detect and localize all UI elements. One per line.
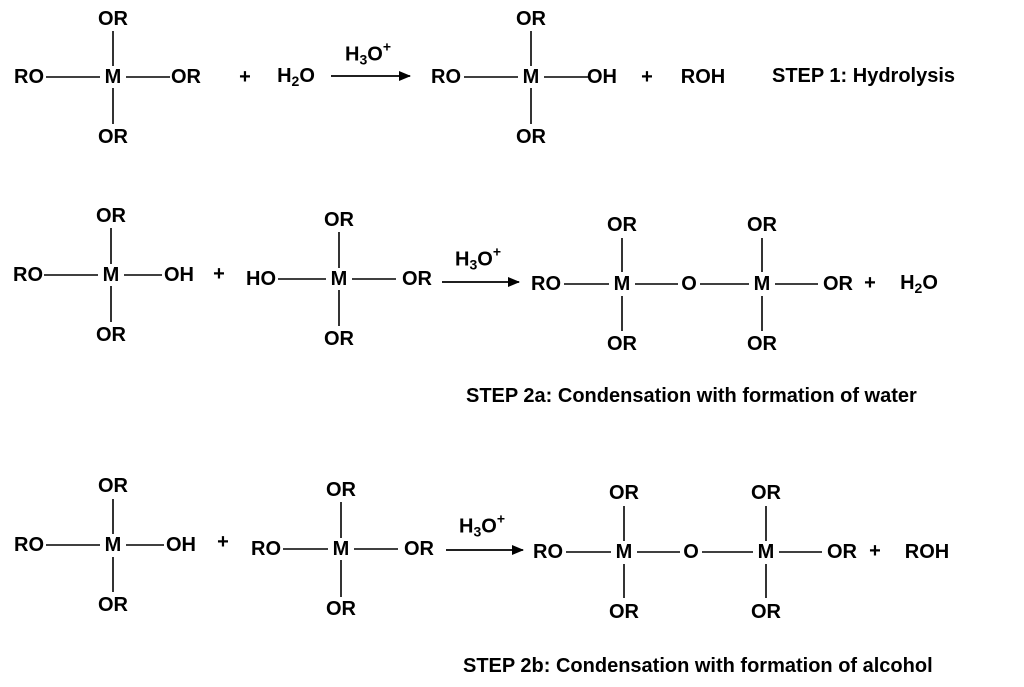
catalyst-label: H3O+ [455, 243, 501, 273]
plus-sign: + [239, 66, 251, 88]
atom-label-or: OR [98, 594, 128, 616]
metal-atom: M [330, 268, 348, 290]
atom-label-or: OR [609, 601, 639, 623]
metal-atom: M [522, 66, 540, 88]
metal-atom: M [102, 264, 120, 286]
metal-atom: M [104, 66, 122, 88]
atom-label-or: OR [516, 8, 546, 30]
bridging-oxygen: O [683, 541, 699, 563]
atom-label-ro: RO [533, 541, 563, 563]
atom-label-ro: RO [531, 273, 561, 295]
atom-label-or: OR [98, 475, 128, 497]
metal-atom: M [615, 541, 633, 563]
metal-atom: M [753, 273, 771, 295]
bridging-oxygen: O [681, 273, 697, 295]
atom-label-or: OR [751, 482, 781, 504]
plus-sign: + [213, 263, 225, 285]
step1-caption: STEP 1: Hydrolysis [772, 65, 956, 87]
atom-label-or: OR [607, 214, 637, 236]
atom-label-or: OR [516, 126, 546, 148]
catalyst-label: H3O+ [459, 510, 505, 540]
plus-sign: + [864, 272, 876, 294]
atom-label-or: OR [404, 538, 434, 560]
atom-label-or: OR [747, 333, 777, 355]
atom-label-or: OR [609, 482, 639, 504]
atom-label-ro: RO [13, 264, 43, 286]
water-formula: H2O [277, 65, 315, 89]
metal-atom: M [104, 534, 122, 556]
atom-label-oh: OH [164, 264, 194, 286]
atom-label-ro: RO [251, 538, 281, 560]
atom-label-or: OR [326, 598, 356, 620]
atom-label-or: OR [402, 268, 432, 290]
atom-label-or: OR [827, 541, 857, 563]
atom-label-or: OR [607, 333, 637, 355]
atom-label-ro: RO [14, 534, 44, 556]
atom-label-ro: RO [14, 66, 44, 88]
metal-atom: M [757, 541, 775, 563]
plus-sign: + [869, 540, 881, 562]
atom-label-oh: OH [587, 66, 617, 88]
metal-atom: M [613, 273, 631, 295]
alcohol-formula: ROH [680, 66, 726, 88]
catalyst-label: H3O+ [345, 38, 391, 68]
alcohol-formula: ROH [904, 541, 950, 563]
atom-label-ro: RO [431, 66, 461, 88]
atom-label-oh: OH [166, 534, 196, 556]
atom-label-or: OR [98, 126, 128, 148]
atom-label-ho: HO [246, 268, 276, 290]
metal-atom: M [332, 538, 350, 560]
step2a-caption: STEP 2a: Condensation with formation of … [466, 385, 917, 407]
atom-label-or: OR [171, 66, 201, 88]
atom-label-or: OR [747, 214, 777, 236]
atom-label-or: OR [98, 8, 128, 30]
plus-sign: + [641, 66, 653, 88]
atom-label-or: OR [324, 328, 354, 350]
atom-label-or: OR [326, 479, 356, 501]
atom-label-or: OR [96, 324, 126, 346]
atom-label-or: OR [751, 601, 781, 623]
atom-label-or: OR [324, 209, 354, 231]
plus-sign: + [217, 531, 229, 553]
step2b-caption: STEP 2b: Condensation with formation of … [463, 655, 933, 677]
water-formula: H2O [900, 272, 938, 296]
atom-label-or: OR [96, 205, 126, 227]
atom-label-or: OR [823, 273, 853, 295]
